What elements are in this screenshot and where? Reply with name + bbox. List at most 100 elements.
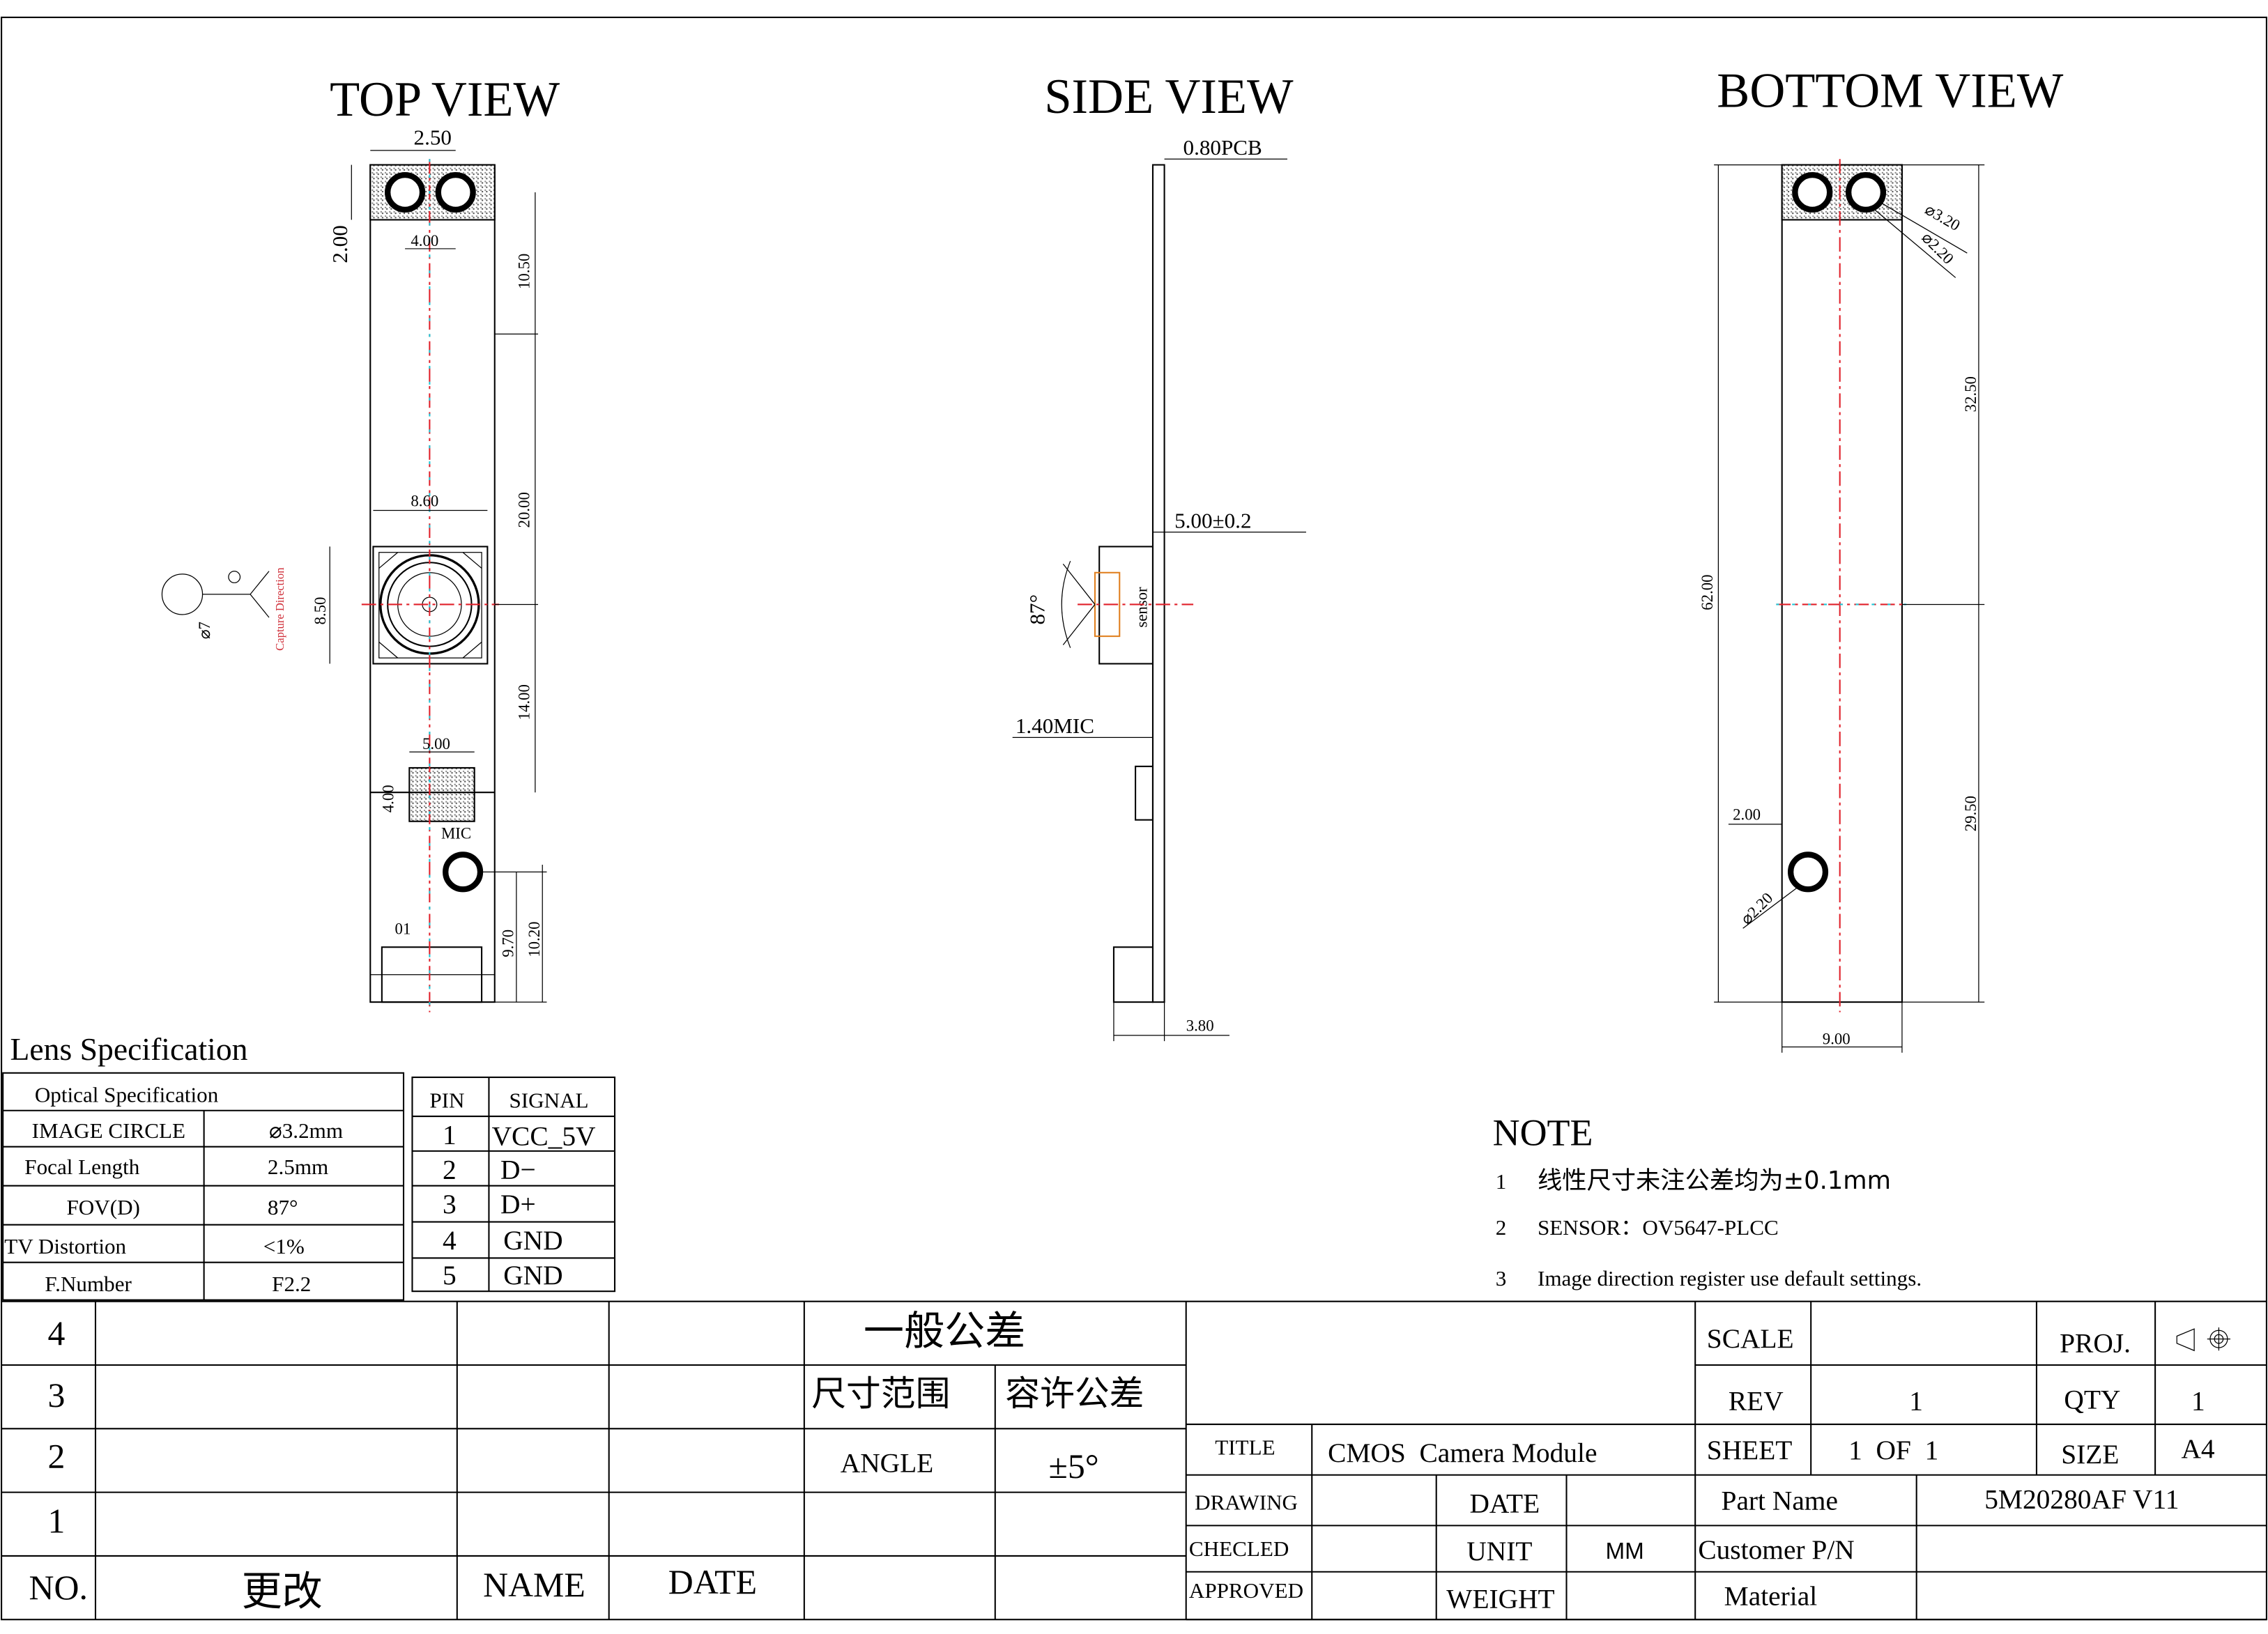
- dim-label: 5.00±0.2: [1174, 508, 1251, 532]
- dim-label: ⌀2.20: [1918, 229, 1957, 268]
- pin-signal: VCC_5V: [492, 1121, 596, 1152]
- dim-label: 10.50: [516, 254, 533, 289]
- dim-label: 62.00: [1699, 574, 1716, 610]
- spec-value: 87°: [268, 1195, 298, 1219]
- mount-hole-icon: [1792, 171, 1833, 213]
- size-label: SIZE: [2061, 1439, 2119, 1470]
- revision-block: 4 3 2 1 NO. 更改 NAME DATE 一般公差 尺寸范围 容许公差 …: [1, 1300, 2267, 1620]
- pin-signal: D+: [500, 1189, 536, 1219]
- tolerance-value: ±5°: [1049, 1447, 1099, 1486]
- tolerance-range: ANGLE: [841, 1448, 934, 1479]
- change-header: 更改: [242, 1569, 323, 1614]
- size-value: A4: [2181, 1433, 2214, 1464]
- part-name-label: Part Name: [1722, 1486, 1838, 1516]
- side-view: SIDE VIEW sensor 0.80PCB 5.00±0.2 87° 1.…: [1012, 70, 1306, 1042]
- pin-signal: GND: [503, 1260, 562, 1290]
- dim-label: ⌀3.20: [1922, 201, 1963, 234]
- dim-label: 5.00: [422, 735, 450, 753]
- note-title: NOTE: [1493, 1112, 1593, 1154]
- notes: NOTE 1 线性尺寸未注公差均为±0.1mm 2 SENSOR：OV5647-…: [1493, 1112, 1922, 1290]
- drawing-border: [1, 16, 2267, 1621]
- pin-number: 1: [443, 1119, 457, 1150]
- unit-label: UNIT: [1466, 1536, 1532, 1566]
- revision-row-number: 3: [48, 1376, 66, 1415]
- dim-label: 4.00: [411, 232, 438, 249]
- revision-row-number: 2: [48, 1437, 66, 1475]
- dim-label: 29.50: [1962, 796, 1979, 831]
- dim-label: 20.00: [516, 492, 533, 527]
- mount-hole-icon: [1788, 851, 1829, 893]
- name-header: NAME: [483, 1566, 585, 1604]
- revision-row-number: 4: [48, 1314, 66, 1352]
- qty-value: 1: [2191, 1385, 2205, 1416]
- capture-direction-icon: ⌀7 Capture Direction: [161, 567, 286, 651]
- no-header: NO.: [29, 1569, 88, 1607]
- revision-row-number: 1: [48, 1502, 66, 1541]
- dim-label: 8.60: [411, 492, 438, 509]
- top-view-title: TOP VIEW: [330, 72, 560, 127]
- spec-label: FOV(D): [66, 1195, 139, 1219]
- lens-spec-table: Lens Specification Optical Specification…: [2, 1031, 405, 1301]
- spec-label: IMAGE CIRCLE: [32, 1118, 185, 1143]
- dim-label: 10.20: [526, 921, 543, 957]
- pin-signal: GND: [503, 1225, 562, 1256]
- sheet-value: 1 OF 1: [1848, 1435, 1938, 1465]
- date-label: DATE: [1469, 1488, 1540, 1519]
- mount-hole-icon: [1846, 171, 1887, 213]
- approved-label: APPROVED: [1189, 1578, 1303, 1603]
- drawing-label: DRAWING: [1195, 1490, 1298, 1515]
- scale-label: SCALE: [1707, 1323, 1794, 1354]
- side-mic: [1135, 765, 1154, 821]
- mount-hole-icon: [385, 171, 426, 213]
- spec-value: 2.5mm: [268, 1155, 328, 1179]
- note-text: SENSOR：OV5647-PLCC: [1538, 1215, 1779, 1240]
- pin-number: 3: [443, 1189, 457, 1219]
- customer-pn-label: Customer P/N: [1698, 1534, 1854, 1565]
- pin-number: 2: [443, 1154, 457, 1185]
- table-title: Optical Specification: [35, 1082, 219, 1107]
- spec-value: F2.2: [272, 1272, 311, 1296]
- projection-symbol-icon: [2176, 1327, 2231, 1352]
- dim-label: 2.50: [414, 125, 452, 150]
- spec-value: <1%: [263, 1234, 305, 1258]
- note-number: 3: [1496, 1266, 1507, 1290]
- dim-label: 14.00: [516, 684, 533, 720]
- signal-header: SIGNAL: [509, 1088, 589, 1113]
- sensor-label: sensor: [1133, 587, 1151, 628]
- top-view: TOP VIEW MIC 01 2.50 2.00 4.00 10.50: [161, 72, 560, 1012]
- weight-label: WEIGHT: [1446, 1584, 1554, 1614]
- dim-label: 1.40MIC: [1016, 714, 1094, 738]
- mic-label: MIC: [441, 825, 471, 842]
- proj-label: PROJ.: [2060, 1327, 2131, 1358]
- dim-label: 4.00: [379, 785, 397, 812]
- pin-signal: D−: [500, 1154, 536, 1185]
- dim-label: 87°: [1025, 594, 1049, 625]
- rev-label: REV: [1729, 1385, 1784, 1416]
- svg-text:⌀7: ⌀7: [196, 622, 213, 639]
- tolerance-title: 一般公差: [864, 1309, 1025, 1354]
- dim-label: 2.00: [1733, 806, 1761, 824]
- dim-label: ⌀2.20: [1738, 889, 1777, 928]
- title-label: TITLE: [1215, 1435, 1275, 1460]
- dim-label: 9.70: [500, 930, 517, 957]
- sheet-label: SHEET: [1707, 1435, 1793, 1465]
- note-text: 线性尺寸未注公差均为±0.1mm: [1538, 1166, 1891, 1195]
- pin-number: 5: [443, 1260, 457, 1290]
- tolerance-header: 尺寸范围: [811, 1375, 950, 1413]
- side-view-title: SIDE VIEW: [1044, 70, 1294, 124]
- pin-number: 4: [443, 1225, 457, 1256]
- dim-label: 0.80PCB: [1183, 135, 1262, 160]
- material-label: Material: [1724, 1580, 1818, 1611]
- pin1-label: 01: [395, 920, 411, 938]
- title-value: CMOS Camera Module: [1328, 1438, 1597, 1468]
- spec-value: ⌀3.2mm: [269, 1118, 343, 1143]
- date-header: DATE: [668, 1563, 757, 1601]
- side-connector: [1112, 946, 1154, 1003]
- lens-spec-heading: Lens Specification: [10, 1031, 248, 1067]
- dim-label: 9.00: [1823, 1030, 1851, 1047]
- note-text: Image direction register use default set…: [1538, 1266, 1922, 1290]
- dim-label: 32.50: [1962, 376, 1979, 412]
- pin-table: PIN SIGNAL 1 VCC_5V 2 D− 3 D+ 4 GND 5 GN…: [411, 1077, 616, 1293]
- spec-label: F.Number: [45, 1272, 132, 1296]
